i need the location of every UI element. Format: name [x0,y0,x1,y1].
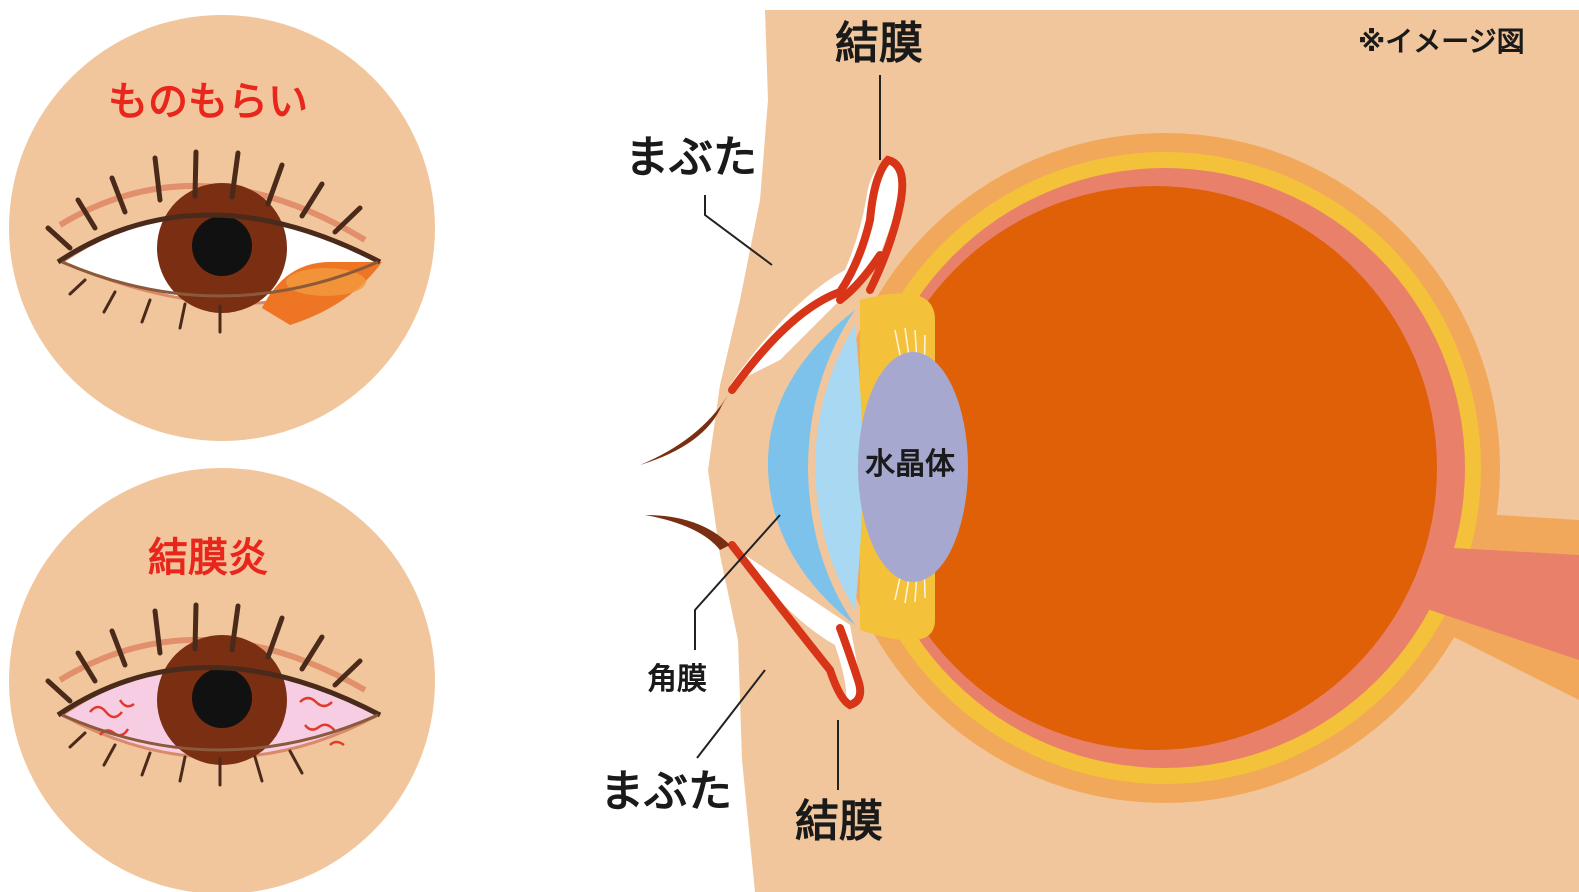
cornea-label: 角膜 [647,665,707,695]
eyelid-label-top: まぶた [625,136,757,180]
conjunctiva-label-bottom: 結膜 [795,800,883,844]
illustration-note: ※イメージ図 [1358,28,1525,56]
conjunctivitis-title: 結膜炎 [148,538,268,578]
conjunctivitis-panel [9,468,435,892]
pupil [192,668,252,728]
eye-cross-section [640,10,1579,892]
eyelid-label-bottom: まぶた [600,770,732,814]
conjunctiva-label-top: 結膜 [835,22,923,66]
stye-title: ものもらい [108,82,308,122]
lens-label: 水晶体 [865,450,955,480]
pupil [192,216,252,276]
